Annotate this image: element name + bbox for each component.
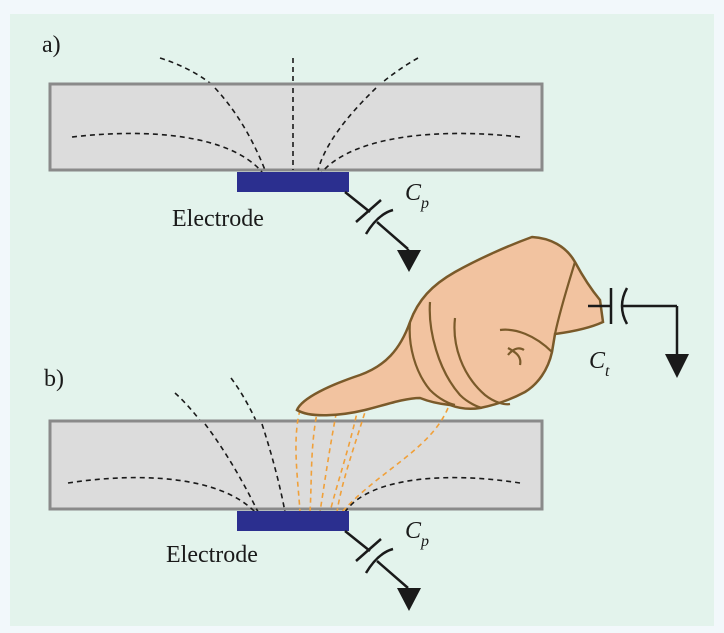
- touch-ct-label: Ct: [589, 348, 610, 380]
- panel-a-capacitor-cp: [344, 191, 410, 258]
- finger-illustration: [295, 235, 605, 417]
- panel-b-label: b): [44, 366, 64, 392]
- panel-b-cp-label: Cp: [405, 518, 429, 550]
- panel-a-electrode: [237, 172, 349, 192]
- panel-b-field-lines-inside: [67, 423, 521, 513]
- hand-shape: [295, 235, 605, 417]
- panel-a-cp-label: Cp: [405, 180, 429, 212]
- touch-ground-arrow: [665, 354, 689, 378]
- panel-b-electrode-label: Electrode: [166, 542, 258, 568]
- finger-field-lines: [295, 395, 449, 513]
- panel-a-label: a): [42, 32, 61, 58]
- panel-a-ground-arrow: [397, 250, 421, 272]
- touch-capacitor-ct: [588, 287, 679, 356]
- panel-a-overlay: [48, 82, 544, 172]
- panel-b-electrode: [237, 511, 349, 531]
- panel-a-electrode-label: Electrode: [172, 206, 264, 232]
- hand-creases: [408, 261, 577, 410]
- panel-b-ground-arrow: [397, 588, 421, 611]
- panel-a-field-lines-inside: [71, 87, 521, 173]
